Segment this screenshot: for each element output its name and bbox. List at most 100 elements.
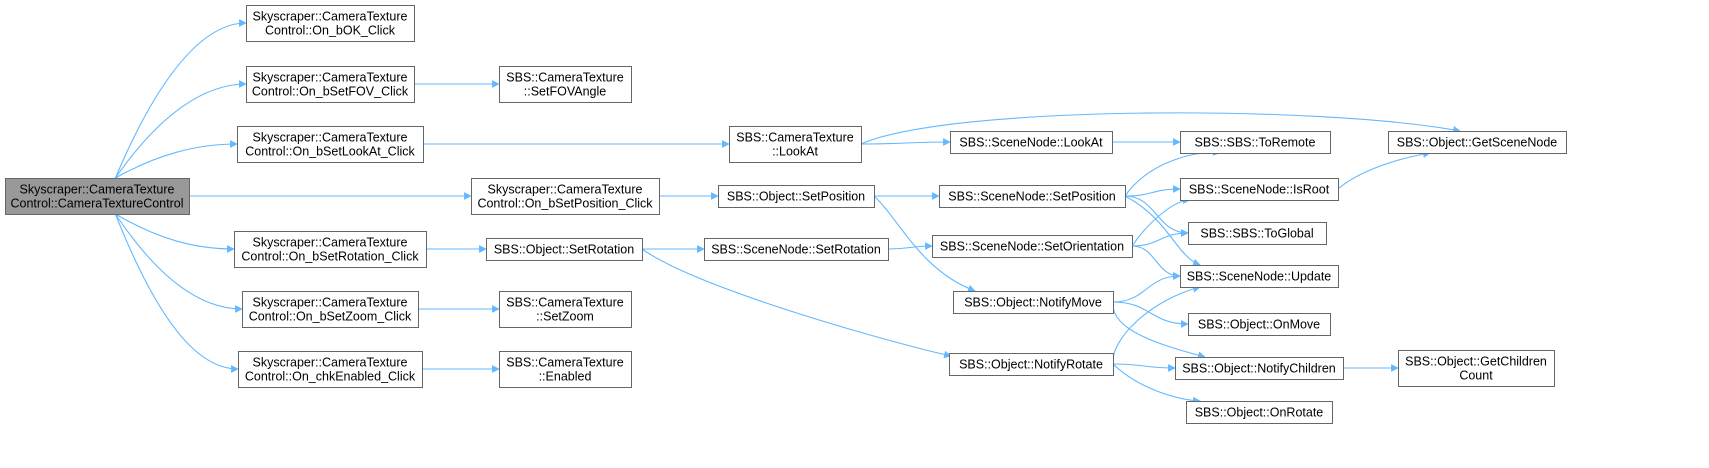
- node-label-line: ::Enabled: [539, 370, 592, 384]
- edge-sn_setposition-to-isroot: [1124, 185, 1181, 197]
- edge-root-to-on_bok: [114, 19, 247, 179]
- edge-sn_setorientation-to-toglobal: [1131, 229, 1189, 247]
- node-obj-onmove[interactable]: SBS::Object::OnMove: [1188, 313, 1331, 336]
- edge-cam_lookat-to-getscenenode: [860, 112, 1461, 145]
- node-on-bsetfov[interactable]: Skyscraper::CameraTextureControl::On_bSe…: [246, 66, 415, 103]
- edge-obj_notifymove-to-sn_update: [1112, 272, 1181, 303]
- node-box: [471, 178, 660, 215]
- node-obj-notifychildren[interactable]: SBS::Object::NotifyChildren: [1175, 357, 1344, 380]
- node-label-line: SBS::SceneNode::IsRoot: [1189, 183, 1330, 197]
- node-box: [238, 351, 423, 388]
- node-toglobal[interactable]: SBS::SBS::ToGlobal: [1188, 222, 1327, 245]
- node-on-bsetrotation[interactable]: Skyscraper::CameraTextureControl::On_bSe…: [234, 231, 427, 268]
- node-label-line: SBS::SceneNode::SetOrientation: [940, 240, 1124, 254]
- node-enabled[interactable]: SBS::CameraTexture::Enabled: [499, 351, 632, 388]
- node-box: [1180, 265, 1339, 288]
- node-on-chkenabled[interactable]: Skyscraper::CameraTextureControl::On_chk…: [238, 351, 423, 388]
- edge-obj_notifyrotate-to-obj_notifychildren: [1112, 363, 1176, 372]
- node-label-line: Skyscraper::CameraTexture: [253, 356, 408, 370]
- node-sn-setorientation[interactable]: SBS::SceneNode::SetOrientation: [932, 235, 1133, 258]
- edge-root-to-on_bsetrotation: [115, 213, 235, 253]
- node-on-bsetlookat[interactable]: Skyscraper::CameraTextureControl::On_bSe…: [237, 126, 424, 163]
- node-label-line: SBS::CameraTexture: [736, 131, 853, 145]
- edge-obj_notifymove-to-obj_notifychildren: [1112, 301, 1206, 359]
- node-box: [499, 351, 632, 388]
- node-obj-notifyrotate[interactable]: SBS::Object::NotifyRotate: [949, 353, 1114, 376]
- node-box: [234, 231, 427, 268]
- node-setzoom[interactable]: SBS::CameraTexture::SetZoom: [499, 291, 632, 328]
- node-box: [704, 238, 889, 261]
- node-box: [949, 353, 1114, 376]
- edge-obj_notifyrotate-to-obj_onrotate: [1112, 363, 1201, 405]
- node-obj-setrotation[interactable]: SBS::Object::SetRotation: [486, 238, 643, 261]
- node-label-line: SBS::SceneNode::Update: [1187, 270, 1332, 284]
- node-box: [499, 291, 632, 328]
- edge-root-to-on_bsetfov: [114, 80, 247, 179]
- node-label-line: SBS::Object::NotifyMove: [964, 296, 1102, 310]
- node-label-line: Skyscraper::CameraTexture: [253, 236, 408, 250]
- node-sn-lookat[interactable]: SBS::SceneNode::LookAt: [950, 131, 1113, 154]
- node-label-line: ::SetZoom: [536, 310, 594, 324]
- node-toremote[interactable]: SBS::SBS::ToRemote: [1180, 131, 1331, 154]
- node-label-line: SBS::Object::OnRotate: [1195, 406, 1324, 420]
- node-box: [953, 291, 1114, 314]
- node-label-line: SBS::CameraTexture: [506, 71, 623, 85]
- node-cam-lookat[interactable]: SBS::CameraTexture::LookAt: [729, 126, 862, 163]
- node-box: [1188, 313, 1331, 336]
- node-label-line: Skyscraper::CameraTexture: [20, 183, 175, 197]
- node-obj-setposition[interactable]: SBS::Object::SetPosition: [718, 185, 875, 208]
- node-isroot[interactable]: SBS::SceneNode::IsRoot: [1180, 178, 1339, 201]
- node-sn-setposition[interactable]: SBS::SceneNode::SetPosition: [939, 185, 1126, 208]
- edge-obj_notifymove-to-obj_onmove: [1112, 301, 1189, 328]
- node-label-line: Skyscraper::CameraTexture: [253, 131, 408, 145]
- nodes-layer: Skyscraper::CameraTextureControl::Camera…: [5, 5, 1567, 424]
- node-label-line: Control::On_bSetFOV_Click: [252, 85, 409, 99]
- node-box: [237, 126, 424, 163]
- node-label-line: SBS::SceneNode::LookAt: [959, 136, 1103, 150]
- node-on-bok[interactable]: Skyscraper::CameraTextureControl::On_bOK…: [246, 5, 415, 42]
- node-box: [1188, 222, 1327, 245]
- node-box: [932, 235, 1133, 258]
- node-sn-update[interactable]: SBS::SceneNode::Update: [1180, 265, 1339, 288]
- node-obj-notifymove[interactable]: SBS::Object::NotifyMove: [953, 291, 1114, 314]
- node-box: [1388, 131, 1567, 154]
- edge-root-to-on_bsetzoom: [114, 213, 243, 313]
- edge-cam_lookat-to-sn_lookat: [860, 138, 951, 146]
- node-label-line: SBS::Object::NotifyRotate: [959, 358, 1103, 372]
- node-box: [486, 238, 643, 261]
- node-box: [1180, 178, 1339, 201]
- node-sn-setrotation[interactable]: SBS::SceneNode::SetRotation: [704, 238, 889, 261]
- node-label-line: SBS::SceneNode::SetPosition: [948, 190, 1116, 204]
- node-label-line: SBS::Object::GetSceneNode: [1397, 136, 1558, 150]
- edges-layer: [114, 19, 1461, 405]
- node-on-bsetposition[interactable]: Skyscraper::CameraTextureControl::On_bSe…: [471, 178, 660, 215]
- node-label-line: ::SetFOVAngle: [524, 85, 606, 99]
- node-label-line: SBS::Object::SetPosition: [727, 190, 865, 204]
- node-box: [5, 178, 190, 215]
- node-box: [246, 5, 415, 42]
- node-label-line: Control::On_chkEnabled_Click: [245, 370, 416, 384]
- node-label-line: ::LookAt: [772, 145, 818, 159]
- node-box: [1175, 357, 1344, 380]
- node-label-line: Control::On_bSetRotation_Click: [241, 250, 419, 264]
- edge-obj_setposition-to-obj_notifymove: [873, 195, 976, 293]
- edge-isroot-to-getscenenode: [1337, 150, 1431, 190]
- node-label-line: Skyscraper::CameraTexture: [488, 183, 643, 197]
- node-label-line: Control::CameraTextureControl: [11, 197, 184, 211]
- edge-sn_setposition-to-toglobal: [1124, 195, 1189, 237]
- node-box: [1398, 350, 1555, 387]
- node-label-line: SBS::CameraTexture: [506, 356, 623, 370]
- node-label-line: Control::On_bSetPosition_Click: [477, 197, 653, 211]
- node-box: [246, 66, 415, 103]
- node-on-bsetzoom[interactable]: Skyscraper::CameraTextureControl::On_bSe…: [242, 291, 419, 328]
- node-obj-onrotate[interactable]: SBS::Object::OnRotate: [1186, 401, 1333, 424]
- node-label-line: SBS::CameraTexture: [506, 296, 623, 310]
- node-label-line: Skyscraper::CameraTexture: [253, 10, 408, 24]
- node-root[interactable]: Skyscraper::CameraTextureControl::Camera…: [5, 178, 190, 215]
- node-getscenenode[interactable]: SBS::Object::GetSceneNode: [1388, 131, 1567, 154]
- node-box: [499, 66, 632, 103]
- node-setfovangle[interactable]: SBS::CameraTexture::SetFOVAngle: [499, 66, 632, 103]
- edge-root-to-on_bsetlookat: [115, 140, 238, 179]
